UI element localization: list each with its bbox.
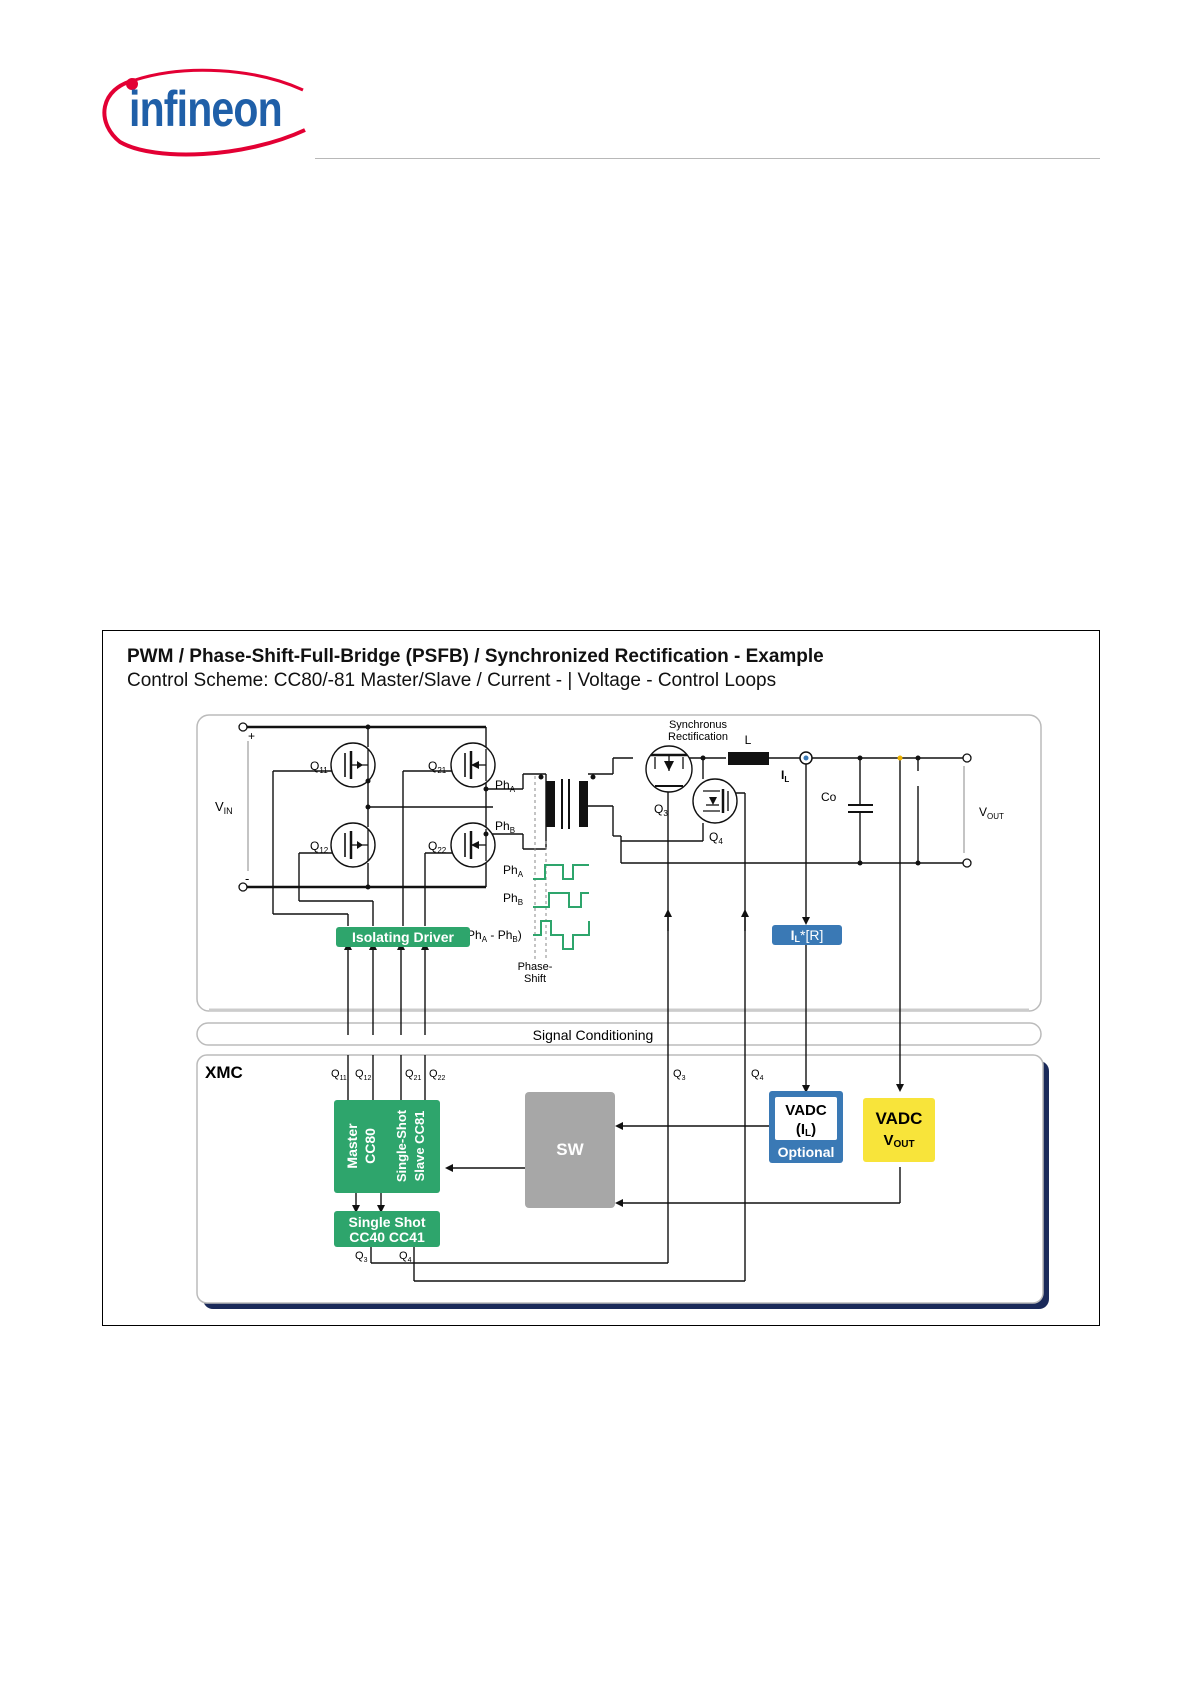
vout-sense-node bbox=[897, 755, 903, 761]
xmc-label: XMC bbox=[205, 1063, 243, 1082]
single-shot-slave-label: Single-Shot bbox=[394, 1109, 409, 1182]
q4-label: Q4 bbox=[709, 830, 723, 846]
sig-q22-label: Q22 bbox=[429, 1068, 445, 1082]
inductor-l bbox=[728, 752, 769, 765]
sig-q3-label: Q3 bbox=[673, 1068, 686, 1082]
logo-wordmark: infineon bbox=[129, 81, 283, 137]
figure-subtitle: Control Scheme: CC80/-81 Master/Slave / … bbox=[127, 670, 777, 691]
out-q3-label: Q3 bbox=[355, 1250, 368, 1264]
pha-label: PhA bbox=[495, 778, 516, 794]
infineon-logo: infineon bbox=[95, 60, 315, 160]
sw-label: SW bbox=[556, 1140, 584, 1159]
sig-q11-label: Q11 bbox=[331, 1068, 347, 1082]
xmc-panel bbox=[196, 1054, 1044, 1304]
mosfet-q4 bbox=[692, 778, 738, 824]
single-shot-label-2: CC40 CC41 bbox=[349, 1229, 425, 1245]
q21-label: Q21 bbox=[428, 759, 447, 775]
inductor-label: L bbox=[745, 733, 752, 747]
waveforms bbox=[533, 864, 590, 950]
mosfet-q11 bbox=[330, 742, 376, 788]
vadc-vout-block bbox=[863, 1098, 935, 1162]
phase-shift-label-1: Phase- bbox=[518, 961, 553, 973]
wave-diff-label: (PhA - PhB) bbox=[463, 928, 522, 944]
co-label: Co bbox=[821, 790, 837, 804]
vadc-il-label-2: (IL) bbox=[796, 1121, 816, 1139]
vin-plus-terminal bbox=[238, 722, 248, 732]
vadc-il-label-1: VADC bbox=[785, 1102, 827, 1119]
master-slave-block bbox=[334, 1100, 440, 1193]
vout-minus-terminal bbox=[962, 858, 972, 868]
sig-q4-label: Q4 bbox=[751, 1068, 764, 1082]
phb-label: PhB bbox=[495, 819, 515, 835]
il-r-label: IL*[R] bbox=[791, 927, 824, 944]
isolating-driver-label: Isolating Driver bbox=[352, 929, 454, 945]
sig-q12-label: Q12 bbox=[355, 1068, 371, 1082]
figure-title: PWM / Phase-Shift-Full-Bridge (PSFB) / S… bbox=[127, 646, 824, 667]
vadc-il-inner bbox=[775, 1097, 837, 1140]
vin-minus-terminal bbox=[238, 882, 248, 892]
q22-label: Q22 bbox=[428, 839, 447, 855]
mosfet-q21 bbox=[450, 742, 496, 788]
sig-q21-label: Q21 bbox=[405, 1068, 421, 1082]
block-diagram: Signal Conditioning XMC bbox=[196, 714, 1049, 1309]
wave-phb-label: PhB bbox=[503, 891, 523, 907]
vin-plus-label: + bbox=[248, 729, 255, 743]
q3-label: Q3 bbox=[654, 802, 668, 818]
il-label: IL bbox=[781, 768, 789, 784]
vin-label: VIN bbox=[215, 799, 233, 816]
isolating-driver-block bbox=[336, 927, 470, 947]
master-label: Master bbox=[344, 1123, 360, 1169]
mosfet-q3 bbox=[645, 745, 693, 793]
vout-label: VOUT bbox=[979, 805, 1004, 821]
slave-cc81-label: Slave CC81 bbox=[412, 1111, 427, 1182]
vadc-il-optional-label: Optional bbox=[778, 1144, 835, 1160]
sw-block bbox=[525, 1092, 615, 1208]
header-rule bbox=[315, 158, 1100, 159]
vadc-vout-label-1: VADC bbox=[876, 1109, 923, 1128]
signal-conditioning-label: Signal Conditioning bbox=[533, 1027, 654, 1043]
single-shot-label-1: Single Shot bbox=[349, 1214, 426, 1230]
vout-plus-terminal bbox=[962, 753, 972, 763]
capacitor-co bbox=[848, 755, 873, 866]
out-q4-label: Q4 bbox=[399, 1250, 412, 1264]
q12-label: Q12 bbox=[310, 839, 329, 855]
cc80-label: CC80 bbox=[362, 1128, 378, 1164]
mosfet-q12 bbox=[330, 822, 376, 868]
vin-minus-label: - bbox=[245, 871, 249, 886]
il-r-block bbox=[772, 925, 842, 945]
single-shot-block bbox=[334, 1211, 440, 1247]
sync-rect-label-1: Synchronus bbox=[669, 719, 728, 731]
logo-swoosh-graphic bbox=[102, 68, 306, 157]
mosfet-q22 bbox=[450, 822, 496, 868]
vadc-vout-label-2: VOUT bbox=[883, 1132, 914, 1150]
phase-shift-label-2: Shift bbox=[524, 973, 546, 985]
signal-conditioning-bar bbox=[196, 1022, 1042, 1046]
psfb-figure: PWM / Phase-Shift-Full-Bridge (PSFB) / S… bbox=[102, 630, 1100, 1326]
transformer bbox=[534, 774, 596, 961]
wave-pha-label: PhA bbox=[503, 863, 524, 879]
sync-rect-label-2: Rectification bbox=[668, 731, 728, 743]
q11-label: Q11 bbox=[310, 759, 328, 775]
